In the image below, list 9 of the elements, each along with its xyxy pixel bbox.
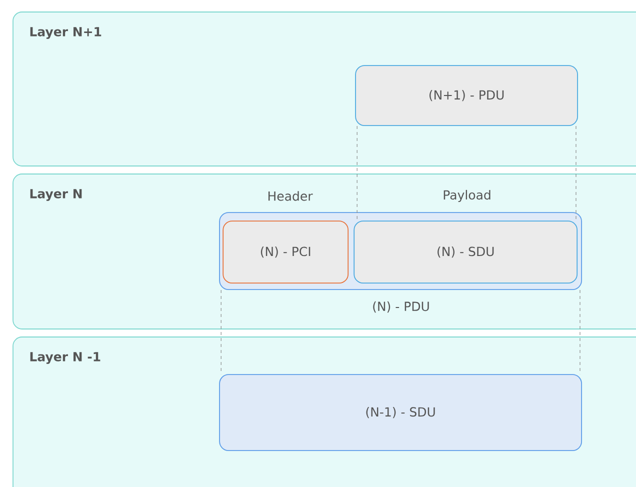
guide-line (220, 290, 222, 374)
pdu-box: (N+1) - PDU (355, 65, 578, 126)
guide-line (356, 126, 358, 221)
node-label: (N) - PDU (373, 301, 429, 313)
pci-box: (N) - PCI (222, 220, 349, 284)
column-label: Payload (444, 190, 490, 202)
pdu-box: (N-1) - SDU (219, 374, 582, 451)
sdu-box: (N) - SDU (354, 220, 578, 284)
column-label: Header (268, 191, 313, 201)
